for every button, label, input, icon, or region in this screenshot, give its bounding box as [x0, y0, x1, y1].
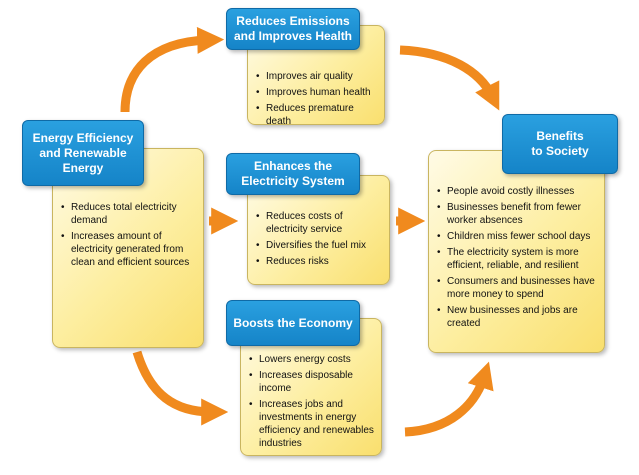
emissions-bullet: Improves human health	[256, 86, 380, 99]
benefits-bullet: Children miss fewer school days	[437, 230, 599, 243]
emissions-bullet: Improves air quality	[256, 70, 380, 83]
economy-bullet: Lowers energy costs	[249, 353, 377, 366]
energy-header: Energy Efficiency and Renewable Energy	[22, 120, 144, 186]
arrow-economy-to-benefits	[404, 361, 494, 437]
electricity-header: Enhances the Electricity System	[226, 153, 360, 195]
economy-bullet-list: Lowers energy costs Increases disposable…	[249, 353, 377, 453]
energy-bullet: Reduces total electricity demand	[61, 201, 195, 227]
energy-bullet-list: Reduces total electricity demand Increas…	[61, 201, 195, 272]
electricity-bullet: Reduces risks	[256, 255, 386, 268]
arrow-energy-to-emissions	[120, 26, 225, 113]
arrow-energy-to-economy	[132, 350, 229, 426]
benefits-box: People avoid costly illnesses Businesses…	[428, 150, 605, 353]
economy-bullet: Increases jobs and investments in energy…	[249, 398, 377, 450]
emissions-header: Reduces Emissions and Improves Health	[226, 8, 360, 50]
arrow-emissions-to-benefits	[399, 45, 500, 111]
benefits-bullet: People avoid costly illnesses	[437, 185, 599, 198]
electricity-bullet-list: Reduces costs of electricity service Div…	[256, 210, 386, 271]
benefits-bullet: Consumers and businesses have more money…	[437, 275, 599, 301]
economy-bullet: Increases disposable income	[249, 369, 377, 395]
emissions-bullet: Reduces premature death	[256, 102, 380, 128]
arrow-group	[120, 26, 500, 437]
benefits-bullet-list: People avoid costly illnesses Businesses…	[437, 185, 599, 333]
electricity-bullet: Reduces costs of electricity service	[256, 210, 386, 236]
electricity-bullet: Diversifies the fuel mix	[256, 239, 386, 252]
emissions-bullet-list: Improves air quality Improves human heal…	[256, 70, 380, 131]
energy-bullet: Increases amount of electricity generate…	[61, 230, 195, 269]
benefits-bullet: New businesses and jobs are created	[437, 304, 599, 330]
benefits-bullet: The electricity system is more efficient…	[437, 246, 599, 272]
economy-header: Boosts the Economy	[226, 300, 360, 346]
benefits-bullet: Businesses benefit from fewer worker abs…	[437, 201, 599, 227]
benefits-header: Benefits to Society	[502, 114, 618, 174]
